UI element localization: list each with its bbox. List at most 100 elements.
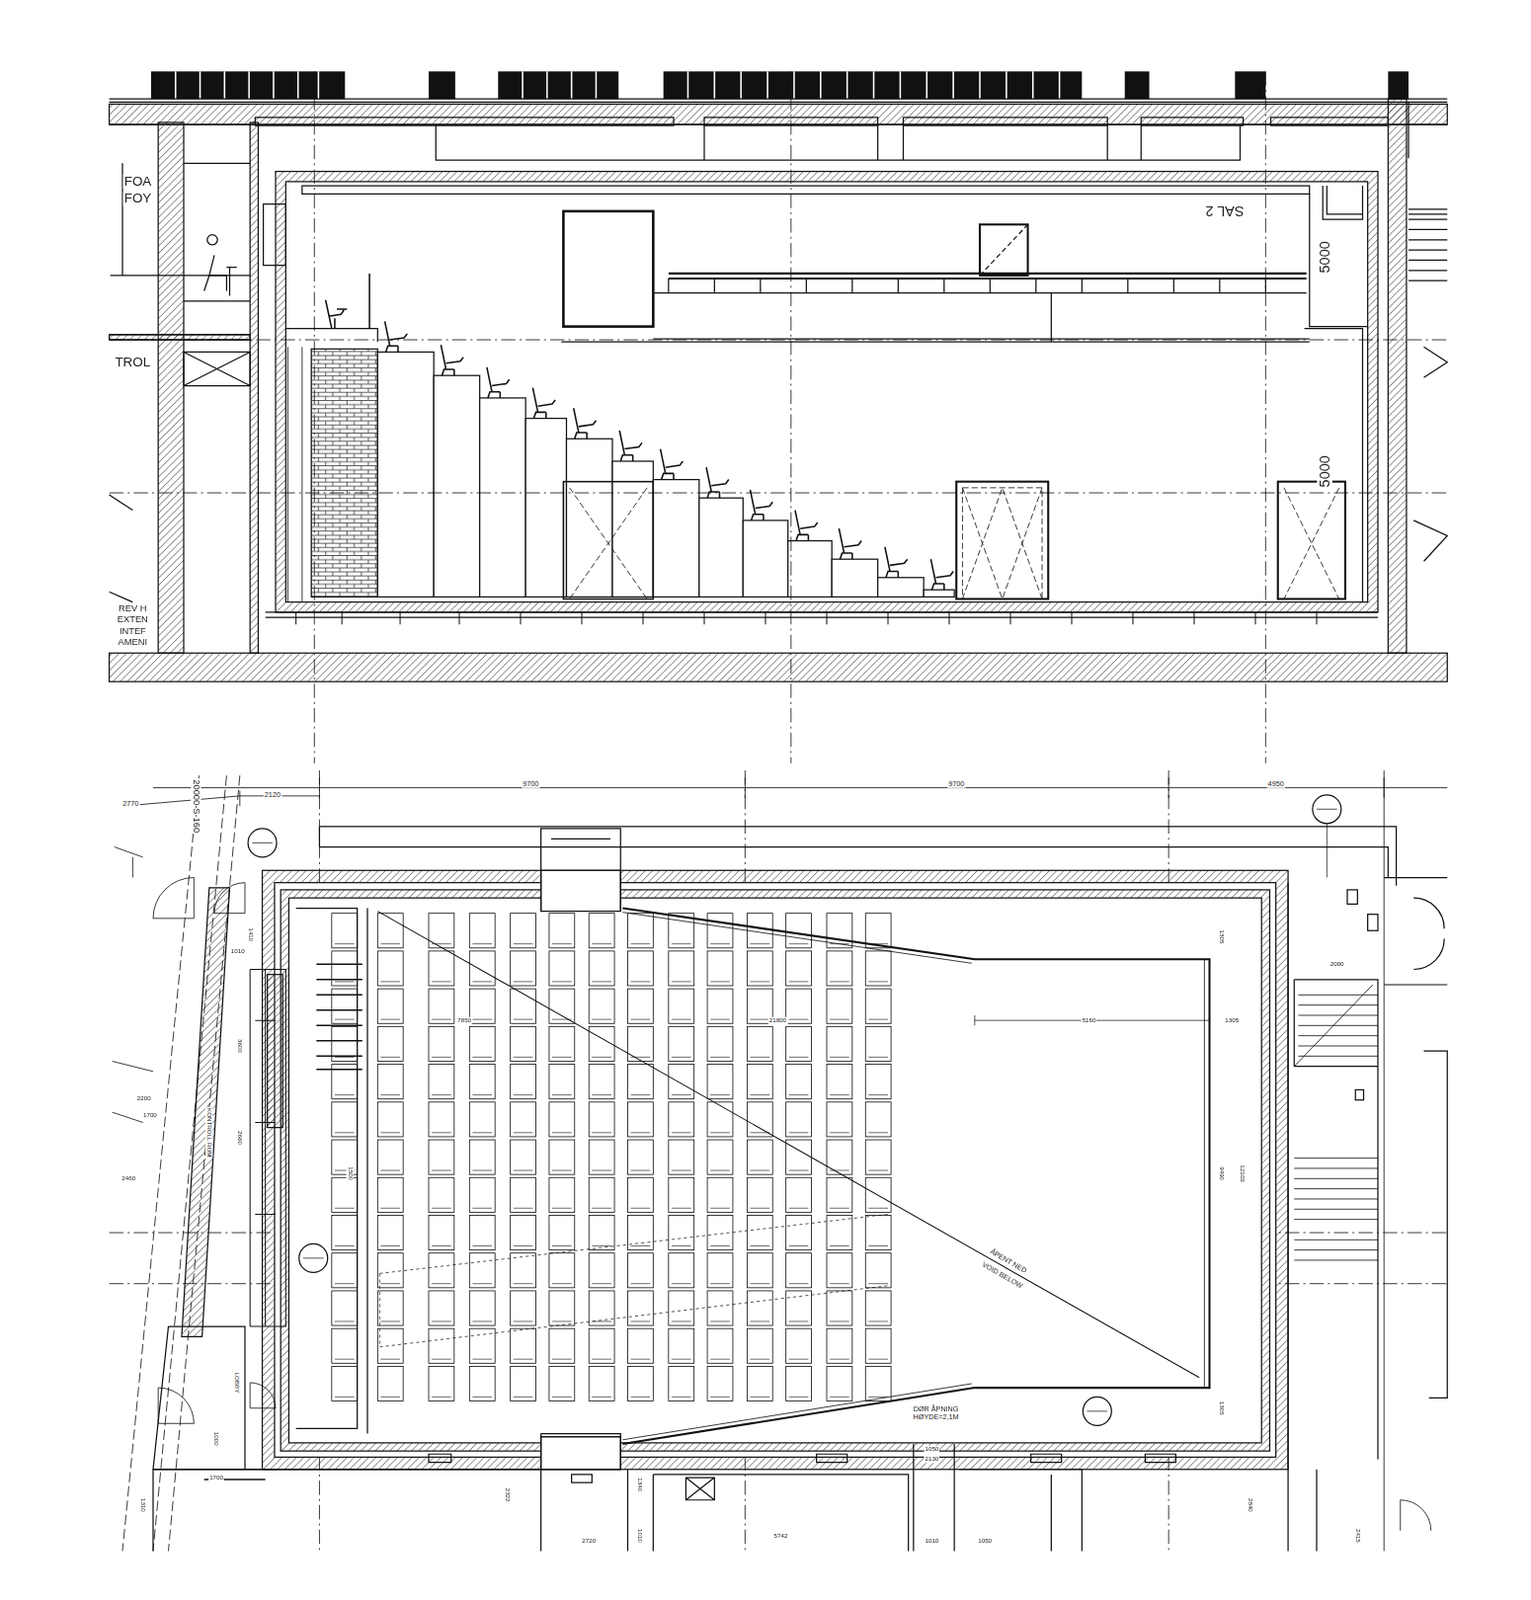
seat-edge xyxy=(631,980,651,982)
seat-edge xyxy=(472,1019,492,1021)
seat xyxy=(510,1102,537,1137)
seat xyxy=(707,1366,733,1401)
drawing-label: 1010 xyxy=(636,1528,644,1544)
seat-edge xyxy=(710,1019,730,1021)
seat-edge xyxy=(789,943,809,945)
seat-edge xyxy=(749,1396,770,1398)
seat xyxy=(865,913,891,949)
chair-symbol xyxy=(749,489,773,521)
drawing-label: 2770 xyxy=(121,800,140,808)
seat-edge xyxy=(829,1245,850,1247)
seat xyxy=(865,1253,891,1289)
seat xyxy=(428,1214,455,1250)
seat xyxy=(865,951,891,986)
seat-edge xyxy=(789,1359,809,1361)
chair-symbol xyxy=(325,273,370,329)
seat xyxy=(588,1102,615,1137)
seating-step xyxy=(377,351,434,597)
seat-edge xyxy=(749,1056,770,1058)
seat xyxy=(707,1177,733,1212)
seat-edge xyxy=(552,980,572,982)
seat xyxy=(707,1214,733,1250)
seat-edge xyxy=(431,1056,452,1058)
seat xyxy=(428,1139,455,1175)
seat-edge xyxy=(671,980,692,982)
seat xyxy=(510,1026,537,1061)
seat-edge xyxy=(591,1056,612,1058)
seat-edge xyxy=(829,1131,850,1133)
seat-edge xyxy=(431,1208,452,1209)
seat xyxy=(377,988,403,1024)
seat-edge xyxy=(334,1359,355,1361)
drawing-label: 1700 xyxy=(142,1112,159,1120)
seat xyxy=(746,1026,773,1061)
seat xyxy=(549,1253,575,1289)
seat xyxy=(786,1102,812,1137)
seat xyxy=(510,951,537,986)
seat-edge xyxy=(631,1094,651,1096)
seat xyxy=(746,1102,773,1137)
seat xyxy=(549,1064,575,1100)
seat xyxy=(377,1139,403,1175)
drawing-label: LOBBY xyxy=(233,1371,241,1395)
seat xyxy=(826,1366,853,1401)
seat xyxy=(331,913,358,949)
seat xyxy=(469,988,495,1024)
drawing-label: 2840 xyxy=(1246,1497,1254,1514)
drawing-label: 5000 xyxy=(1316,454,1333,488)
seat xyxy=(428,1064,455,1100)
seat xyxy=(786,913,812,949)
seat-edge xyxy=(789,1245,809,1247)
seating-step xyxy=(565,438,612,597)
seat xyxy=(331,1290,358,1326)
seat xyxy=(746,1328,773,1364)
seat xyxy=(428,951,455,986)
drawing-label: 9700 xyxy=(947,779,966,788)
seat xyxy=(826,1253,853,1289)
seat-edge xyxy=(631,1056,651,1058)
seat-edge xyxy=(431,1131,452,1133)
seat xyxy=(428,1253,455,1289)
drawing-label: AMENI xyxy=(117,638,150,648)
seat xyxy=(469,1102,495,1137)
seat xyxy=(668,1177,695,1212)
seat xyxy=(428,1366,455,1401)
seat-edge xyxy=(789,1208,809,1209)
seat-edge xyxy=(380,1094,401,1096)
seat-edge xyxy=(710,943,730,945)
seat xyxy=(469,1177,495,1212)
seat-edge xyxy=(868,1170,888,1172)
seat-edge xyxy=(472,1131,492,1133)
seat-edge xyxy=(380,1396,401,1398)
seat xyxy=(627,988,653,1024)
seat-edge xyxy=(334,1019,355,1021)
drawing-label: 4950 xyxy=(1267,779,1286,788)
seat-edge xyxy=(591,1245,612,1247)
seat-edge xyxy=(631,943,651,945)
seat xyxy=(746,913,773,949)
seat xyxy=(627,1102,653,1137)
seat xyxy=(469,1290,495,1326)
seat-edge xyxy=(380,1208,401,1209)
seat-edge xyxy=(868,1245,888,1247)
seat-edge xyxy=(334,1245,355,1247)
seat xyxy=(865,988,891,1024)
seat xyxy=(746,1139,773,1175)
seat xyxy=(510,1366,537,1401)
seat-edge xyxy=(710,1320,730,1322)
drawing-label: 1305 xyxy=(1217,1400,1225,1417)
seat-edge xyxy=(431,1283,452,1285)
seat xyxy=(331,1253,358,1289)
seat xyxy=(668,1026,695,1061)
seat xyxy=(865,1214,891,1250)
seat xyxy=(746,1064,773,1100)
seat xyxy=(510,1139,537,1175)
drawing-label: KONTROLL ROM xyxy=(205,1107,213,1158)
seat-edge xyxy=(868,1056,888,1058)
seat xyxy=(668,1139,695,1175)
seat-edge xyxy=(671,1283,692,1285)
seat-edge xyxy=(671,1359,692,1361)
seat xyxy=(707,1328,733,1364)
seat xyxy=(668,1102,695,1137)
seat-edge xyxy=(431,1396,452,1398)
